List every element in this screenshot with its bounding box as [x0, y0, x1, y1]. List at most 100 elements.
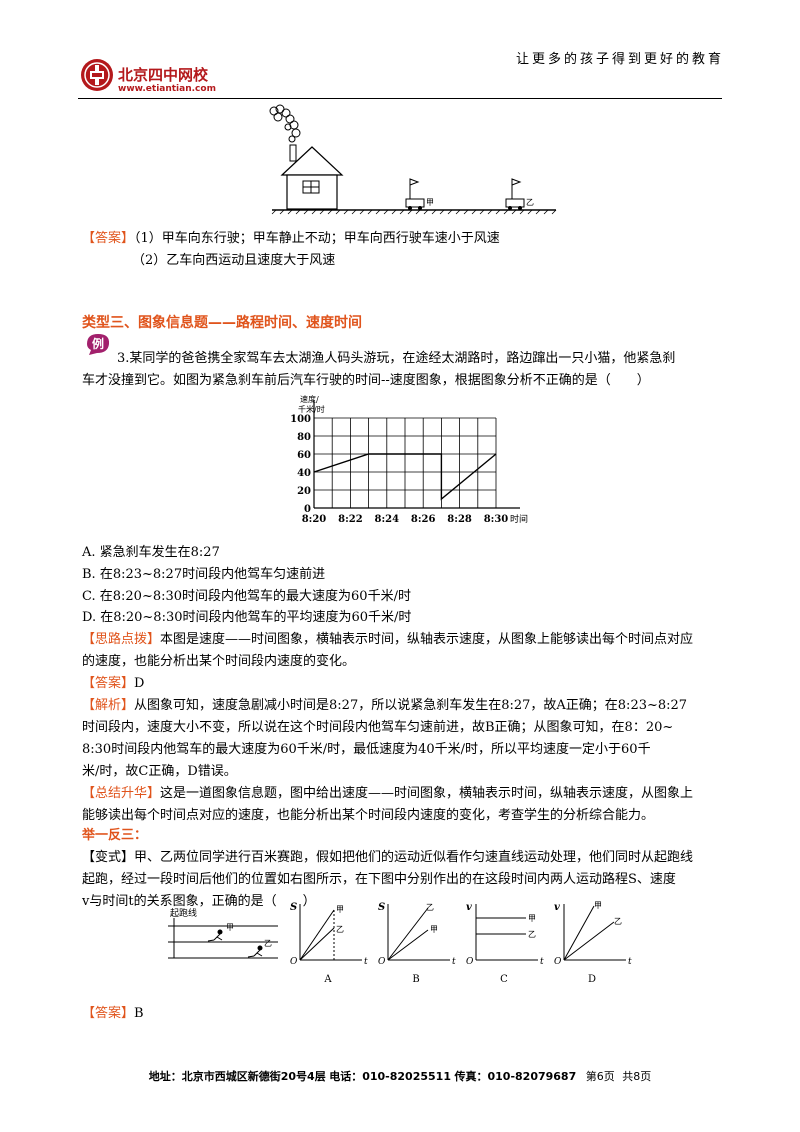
x-tick-label: 8:30: [484, 514, 509, 525]
option-b: B. 在8:23~8:27时间段内他驾车匀速前进: [82, 567, 326, 582]
graph-line-1: [387, 907, 429, 961]
answer-3-value: B: [134, 1006, 144, 1021]
y-tick-label: 20: [297, 486, 311, 497]
graph-origin: O: [466, 957, 474, 967]
y-tick-label: 60: [297, 450, 311, 461]
footer: 地址：北京市西城区新德街20号4层 电话：010-82025511 传真：010…: [0, 1068, 800, 1084]
answer-3: 【答案】B: [82, 1003, 144, 1025]
x-tick-label: 8:22: [338, 514, 363, 525]
option-c: C. 在8:20~8:30时间段内他驾车的最大速度为60千米/时: [82, 589, 411, 604]
graph-line-1-label: 甲: [336, 905, 344, 914]
graph-origin: O: [554, 957, 562, 967]
x-tick-label: 8:20: [302, 514, 327, 525]
graph-option-label: A: [323, 974, 332, 985]
footer-address-label: 地址：: [148, 1070, 182, 1083]
variant-tag: 【变式】: [82, 850, 135, 865]
summary-line-2: 能够读出每个时间点对应的速度，也能分析出某个时间段内速度的变化，考查学生的分析综…: [82, 808, 655, 823]
graph-line-1: [563, 905, 595, 961]
graph-line-1-label: 甲: [594, 901, 602, 910]
graph-origin: O: [378, 957, 386, 967]
section-title: 类型三、图象信息题——路程时间、速度时间: [82, 315, 362, 331]
car-a-icon: [405, 178, 425, 210]
graph-y-label: v: [466, 902, 472, 913]
graph-line-1-label: 乙: [426, 903, 434, 912]
graph-line-1: [299, 909, 335, 961]
y-axis-label: 速度/: [300, 394, 319, 404]
graph-option-label: B: [412, 974, 419, 985]
footer-phone: 010-82025511: [362, 1070, 451, 1083]
svg-text:起跑线: 起跑线: [170, 907, 197, 919]
y-tick-label: 100: [290, 414, 311, 425]
runner-b-icon: [247, 945, 263, 958]
graph-line-2-label: 甲: [430, 925, 438, 934]
practice-title: 举一反三：: [82, 828, 148, 843]
hint-line-1: 【思路点拨】本图是速度——时间图象，横轴表示时间，纵轴表示速度，从图象上能够读出…: [82, 632, 694, 647]
example-badge-icon: 例: [84, 332, 112, 356]
footer-fax-label: 传真：: [454, 1070, 488, 1083]
footer-phone-label: 电话：: [329, 1070, 363, 1083]
y-tick-label: 0: [304, 504, 311, 515]
footer-page: 第6页: [585, 1070, 615, 1083]
x-axis-label: 时间: [510, 513, 528, 525]
graph-line-2: [563, 921, 615, 961]
question-line-2: 车才没撞到它。如图为紧急刹车前后汽车行驶的时间--速度图象，根据图象分析不正确的…: [82, 373, 650, 388]
footer-address: 北京市西城区新德街20号4层: [181, 1070, 326, 1083]
speed-series-line: [313, 453, 497, 501]
graph-y-label: v: [554, 902, 560, 913]
answer-tag: 【答案】: [82, 676, 135, 691]
graph-line-1-label: 甲: [528, 914, 536, 923]
graph-x-label: t: [452, 957, 456, 967]
hint-tag: 【思路点拨】: [82, 632, 161, 647]
answer-1-line-1: （1）甲车向东行驶；甲车静止不动；甲车向西行驶车速小于风速: [134, 231, 500, 246]
header-slogan: 让更多的孩子得到更好的教育: [515, 52, 724, 67]
y-axis-label-unit: 千米/时: [298, 404, 325, 414]
answer-2: 【答案】D: [82, 673, 144, 695]
logo-url: www.etiantian.com: [118, 84, 216, 94]
analysis-tag: 【解析】: [82, 698, 135, 713]
variant-line-3: v与时间t的关系图象，正确的是（ ）: [82, 894, 316, 909]
option-d: D. 在8:20~8:30时间段内他驾车的平均速度为60千米/时: [82, 610, 412, 625]
x-tick-label: 8:26: [411, 514, 436, 525]
graph-y-label: S: [378, 902, 385, 913]
graph-origin: O: [290, 957, 298, 967]
question-line-1: 3.某同学的爸爸携全家驾车去太湖渔人码头游玩，在途经太湖路时，路边蹿出一只小猫，…: [117, 351, 676, 366]
wind-scene-figure: 甲 乙: [269, 104, 557, 215]
race-figure: 起跑线 甲 乙: [168, 907, 278, 959]
answer-2-value: D: [134, 676, 145, 691]
graph-x-label: t: [540, 957, 544, 967]
graph-x-label: t: [628, 957, 632, 967]
header-divider: [78, 98, 722, 99]
analysis-line-1: 【解析】从图象可知，速度急剧减小时间是8:27，所以说紧急刹车发生在8:27，故…: [82, 698, 688, 713]
option-a: A. 紧急刹车发生在8:27: [82, 545, 220, 560]
analysis-line-3: 8:30时间段内他驾车的最大速度为60千米/时，最低速度为40千米/时，所以平均…: [82, 742, 651, 757]
answer-1-line-2: （2）乙车向西运动且速度大于风速: [132, 253, 336, 268]
summary-tag: 【总结升华】: [82, 786, 161, 801]
summary-line-1: 【总结升华】这是一道图象信息题，图中给出速度——时间图象，横轴表示时间，纵轴表示…: [82, 786, 694, 801]
graph-x-label: t: [364, 957, 368, 967]
graph-option-label: C: [500, 974, 508, 985]
x-tick-label: 8:28: [447, 514, 472, 525]
variant-line-1: 【变式】甲、乙两位同学进行百米赛跑，假如把他们的运动近似看作匀速直线运动处理，他…: [82, 850, 694, 865]
graph-line-2-label: 乙: [614, 917, 622, 926]
graph-option-label: D: [588, 974, 596, 985]
footer-total: 共8页: [622, 1070, 652, 1083]
answer-tag: 【答案】: [82, 231, 135, 246]
car-b-icon: [505, 178, 525, 210]
svg-text:例: 例: [92, 336, 104, 351]
runner-a-icon: [207, 929, 223, 942]
graph-line-2-label: 乙: [528, 930, 536, 939]
answer-1: 【答案】（1）甲车向东行驶；甲车静止不动；甲车向西行驶车速小于风速: [82, 228, 500, 250]
svg-text:甲: 甲: [226, 923, 234, 932]
footer-fax: 010-82079687: [487, 1070, 577, 1083]
answer-tag: 【答案】: [82, 1006, 135, 1021]
logo-name: 北京四中网校: [118, 66, 209, 84]
svg-text:甲: 甲: [426, 198, 434, 207]
svg-text:乙: 乙: [526, 198, 534, 207]
y-tick-label: 40: [297, 468, 311, 479]
graph-line-2-label: 乙: [336, 925, 344, 934]
graph-line-2: [387, 929, 429, 961]
x-tick-label: 8:24: [375, 514, 400, 525]
hint-line-2: 的速度，也能分析出某个时间段内速度的变化。: [82, 654, 356, 669]
graph-y-label: S: [290, 902, 297, 913]
